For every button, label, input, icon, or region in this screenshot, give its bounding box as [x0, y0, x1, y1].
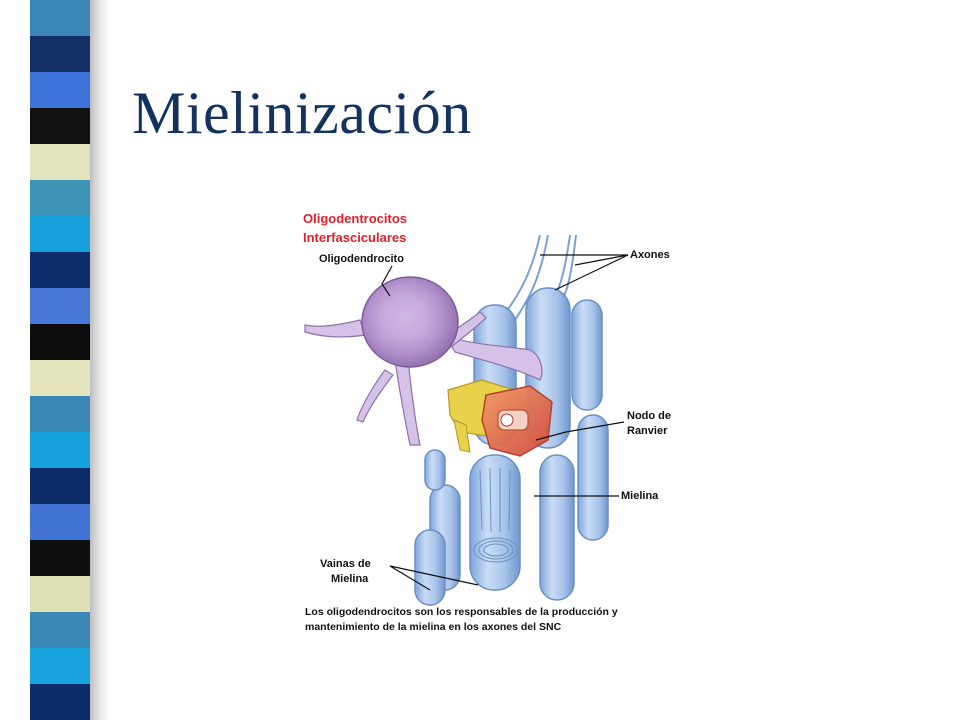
stripe-segment — [30, 432, 90, 468]
stripe-segment — [30, 288, 90, 324]
stripe-segment — [30, 540, 90, 576]
label-vainas-de-mielina-1: Vainas de — [320, 558, 371, 570]
stripe-segment — [30, 180, 90, 216]
figure-caption-line-2: mantenimiento de la mielina en los axone… — [305, 621, 562, 633]
stripe-shadow — [90, 0, 110, 720]
decorative-stripe — [30, 0, 90, 720]
stripe-segment — [30, 144, 90, 180]
label-mielina: Mielina — [621, 490, 659, 502]
label-oligodendrocito: Oligodendrocito — [319, 253, 404, 265]
myelin-wrap-detail — [473, 467, 519, 563]
stripe-segment — [30, 108, 90, 144]
label-vainas-de-mielina-2: Mielina — [331, 573, 369, 585]
stripe-segment — [30, 504, 90, 540]
cell-nucleus — [380, 300, 424, 336]
stripe-segment — [30, 0, 90, 36]
stripe-segment — [30, 684, 90, 720]
stripe-segment — [30, 468, 90, 504]
slide-title: Mielinización — [132, 80, 472, 146]
stripe-segment — [30, 72, 90, 108]
figure-caption-line-1: Los oligodendrocitos son los responsable… — [305, 606, 618, 618]
label-axones: Axones — [630, 249, 670, 261]
stripe-segment — [30, 216, 90, 252]
stripe-segment — [30, 360, 90, 396]
stripe-segment — [30, 324, 90, 360]
label-nodo-de-ranvier-1: Nodo de — [627, 410, 671, 422]
stripe-segment — [30, 648, 90, 684]
label-oligodendrocitos-interfasciculares-2: Interfasciculares — [303, 230, 406, 245]
stripe-segment — [30, 612, 90, 648]
ranvier-node-inset — [447, 379, 553, 457]
stripe-segment — [30, 576, 90, 612]
stripe-segment — [30, 396, 90, 432]
stripe-segment — [30, 36, 90, 72]
label-nodo-de-ranvier-2: Ranvier — [627, 425, 668, 437]
stripe-segment — [30, 252, 90, 288]
label-oligodendrocitos-interfasciculares-1: Oligodentrocitos — [303, 211, 407, 226]
leader-lines — [381, 254, 629, 591]
